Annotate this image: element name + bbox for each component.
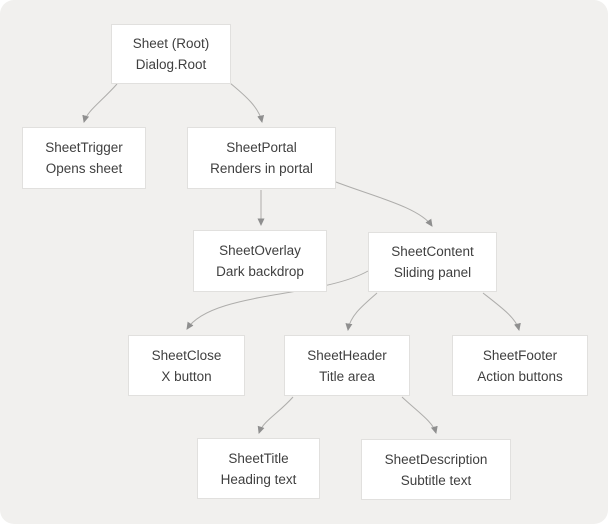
node-subtitle: Sliding panel — [393, 265, 472, 280]
edge-root-portal — [229, 82, 265, 123]
node-sheet-footer: SheetFooter Action buttons — [452, 335, 588, 396]
node-sheet-content: SheetContent Sliding panel — [368, 232, 497, 292]
node-subtitle: Action buttons — [477, 368, 563, 384]
node-title: SheetTitle — [228, 450, 289, 466]
node-title: SheetHeader — [307, 347, 387, 363]
node-sheet-close: SheetClose X button — [128, 335, 245, 396]
edge-header-title — [257, 396, 294, 434]
node-title: SheetDescription — [384, 451, 488, 467]
node-title: SheetPortal — [226, 140, 297, 155]
node-subtitle: Opens sheet — [45, 161, 123, 176]
node-subtitle: Subtitle text — [400, 472, 472, 488]
edge-header-description — [401, 396, 438, 434]
node-subtitle: Heading text — [220, 471, 297, 487]
node-sheet-root: Sheet (Root) Dialog.Root — [111, 24, 231, 84]
node-title: SheetTrigger — [45, 140, 123, 155]
node-subtitle: Renders in portal — [210, 161, 313, 176]
node-sheet-portal: SheetPortal Renders in portal — [187, 127, 336, 189]
node-title: Sheet (Root) — [132, 36, 210, 51]
node-sheet-header: SheetHeader Title area — [284, 335, 410, 396]
node-title: SheetClose — [151, 347, 222, 363]
edge-portal-content — [335, 181, 433, 227]
node-title: SheetOverlay — [219, 243, 301, 258]
node-sheet-title: SheetTitle Heading text — [197, 438, 320, 499]
node-subtitle: Dark backdrop — [216, 264, 304, 279]
node-subtitle: X button — [161, 368, 212, 384]
node-title: SheetContent — [391, 244, 474, 259]
edge-content-header — [345, 292, 378, 331]
node-title: SheetFooter — [482, 347, 558, 363]
node-sheet-trigger: SheetTrigger Opens sheet — [22, 127, 146, 189]
node-sheet-description: SheetDescription Subtitle text — [361, 439, 511, 500]
node-subtitle: Title area — [319, 368, 375, 384]
node-sheet-overlay: SheetOverlay Dark backdrop — [193, 230, 327, 292]
edge-root-trigger — [82, 83, 118, 123]
node-subtitle: Dialog.Root — [135, 57, 207, 72]
edge-content-footer — [482, 292, 521, 331]
